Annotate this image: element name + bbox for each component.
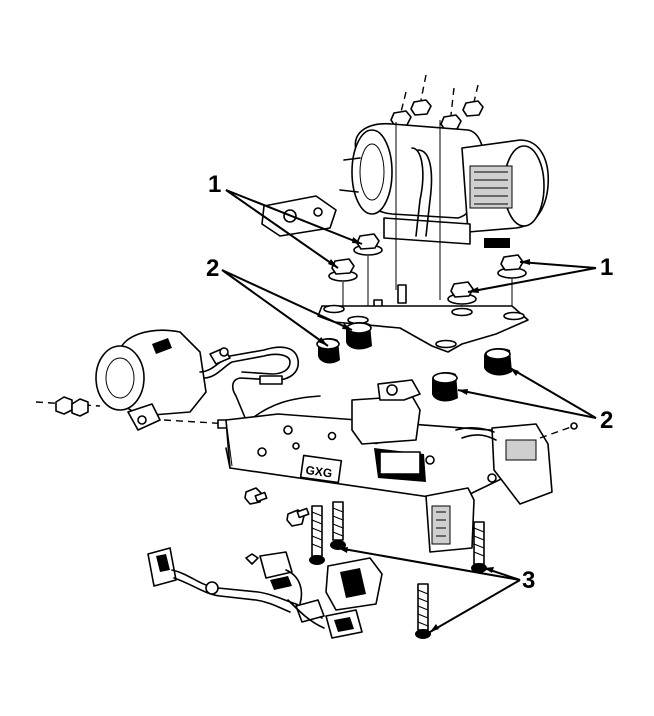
bolts <box>244 487 487 639</box>
wiring-harness <box>147 547 383 639</box>
callout-3: 3 <box>522 567 535 594</box>
lower-bracket: GXG <box>225 379 578 553</box>
isolator-rubber <box>346 322 372 350</box>
nut <box>462 100 484 117</box>
nut <box>410 99 432 116</box>
callout-2-left: 2 <box>206 255 219 282</box>
upper-motor-assembly <box>261 123 550 248</box>
isolator-rubber <box>432 372 458 402</box>
callouts: 1 1 2 2 3 <box>206 171 613 594</box>
accumulator-assembly <box>35 329 321 431</box>
top-nuts <box>390 74 484 131</box>
isolator-nut <box>497 254 527 279</box>
bolt <box>330 501 346 550</box>
callout-2-right: 2 <box>600 407 613 434</box>
bolt <box>309 505 325 565</box>
isolator-nut <box>353 233 383 256</box>
isolator-nut <box>328 258 358 282</box>
callout-1-left: 1 <box>208 171 221 198</box>
isolator-rubber <box>484 348 512 376</box>
bracket-label: GXG <box>305 463 333 481</box>
callout-1-right: 1 <box>600 254 613 281</box>
small-bolt <box>286 507 310 527</box>
isolator-nut <box>447 281 477 305</box>
bolt <box>471 521 487 573</box>
leader-lines <box>221 189 597 633</box>
small-bolt <box>244 487 268 505</box>
bolt <box>415 583 431 639</box>
